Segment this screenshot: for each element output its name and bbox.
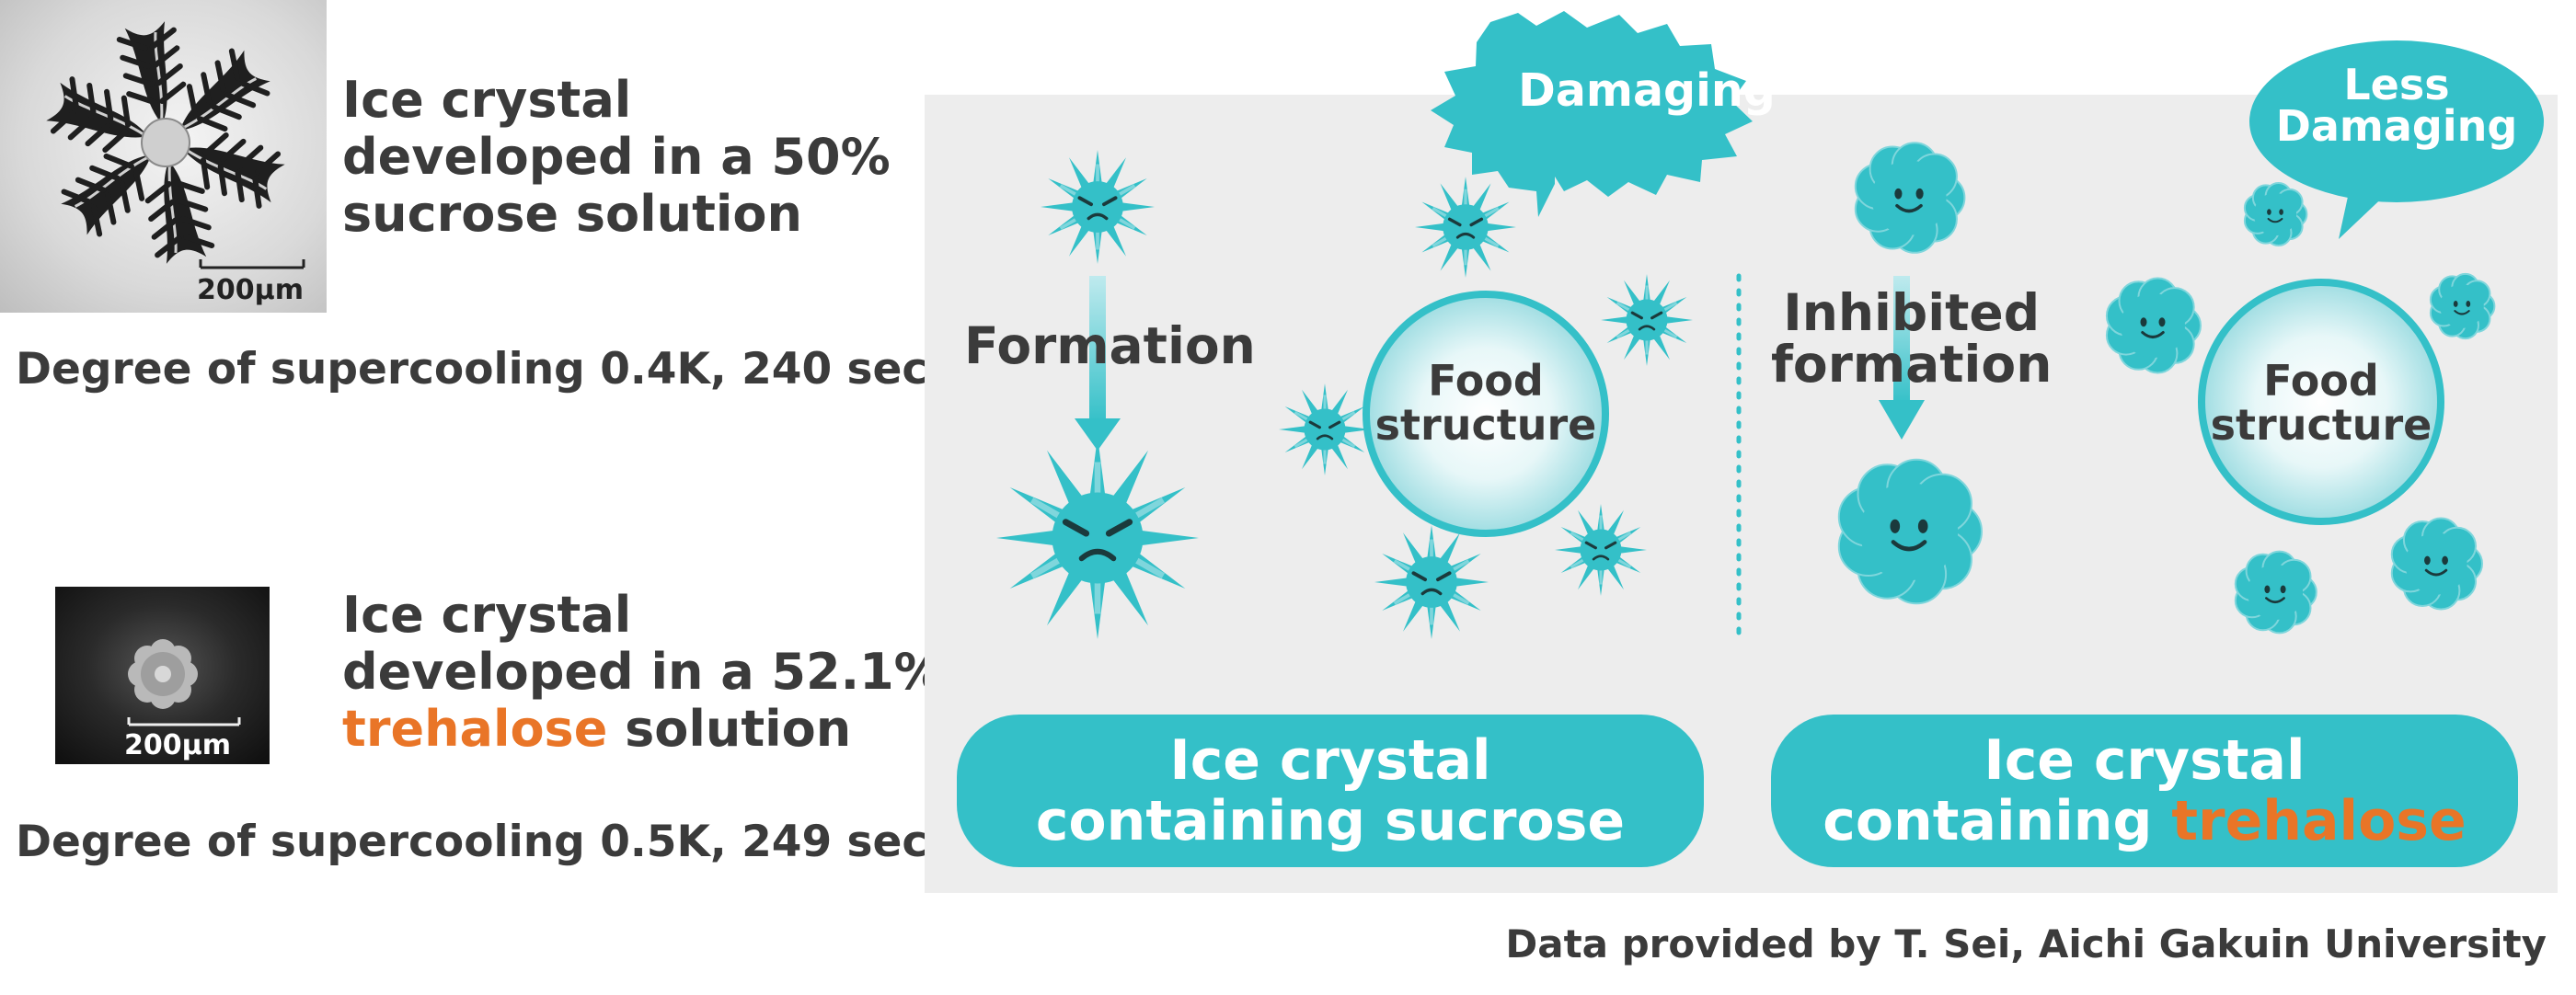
flower-crystal-left xyxy=(2105,277,2202,374)
inhibited-line1: Inhibited xyxy=(1783,283,2041,342)
flower-crystal-bottom xyxy=(2234,550,2317,635)
formation-label: Formation xyxy=(964,316,1256,375)
banner-trehalose-line1: Ice crystal xyxy=(1984,728,2306,793)
food-left-line1: Food xyxy=(1428,356,1544,406)
food-structure-label-left: Food structure xyxy=(1366,359,1605,447)
banner-trehalose-prefix: containing xyxy=(1823,789,2172,853)
trehalose-highlight: trehalose xyxy=(342,700,608,758)
inhibited-arrow xyxy=(1879,276,1925,440)
ice-crystal-right xyxy=(1601,274,1693,366)
small-smiling-ice-crystal xyxy=(1854,142,1966,254)
less-damaging-label: Less Damaging xyxy=(2249,60,2544,151)
trehalose-scale-label: 200μm xyxy=(124,729,231,761)
sucrose-scale-label: 200μm xyxy=(197,274,304,306)
trehalose-caption-rest: solution xyxy=(607,700,852,758)
food-structure-circle-right xyxy=(2198,279,2444,525)
flower-crystal-right xyxy=(2429,272,2496,340)
ice-crystal-left xyxy=(1279,383,1371,475)
less-damaging-line1: Less xyxy=(2343,60,2450,109)
inhibited-line2: formation xyxy=(1771,335,2053,394)
trehalose-caption: Ice crystal developed in a 52.1% trehalo… xyxy=(342,587,944,758)
sucrose-caption-line1: Ice crystal xyxy=(342,71,632,129)
banner-sucrose: Ice crystal containing sucrose xyxy=(957,715,1704,867)
flower-crystal-lower-right xyxy=(2390,517,2483,611)
sucrose-ice-crystal-photo xyxy=(0,0,327,313)
food-left-line2: structure xyxy=(1374,400,1597,450)
food-structure-circle-left xyxy=(1363,291,1609,537)
food-right-line2: structure xyxy=(2210,400,2432,450)
ice-crystal-lower-right xyxy=(1555,504,1647,596)
trehalose-caption-line3: trehalose solution xyxy=(342,701,944,758)
flower-crystal-top xyxy=(2243,182,2308,246)
less-damaging-line2: Damaging xyxy=(2275,101,2518,151)
less-damaging-bubble xyxy=(2249,40,2544,202)
ice-crystal-bottom xyxy=(1374,525,1489,639)
banner-trehalose-highlight: trehalose xyxy=(2171,789,2467,853)
trehalose-caption-line2: developed in a 52.1% xyxy=(342,643,944,701)
sucrose-caption-line3: sucrose solution xyxy=(342,185,802,243)
damaging-burst xyxy=(1431,11,1753,217)
formation-arrow xyxy=(1075,276,1121,451)
trehalose-caption-line1: Ice crystal xyxy=(342,586,632,644)
inhibited-formation-label: Inhibited formation xyxy=(1771,287,2052,390)
large-smiling-ice-crystal xyxy=(1837,458,1983,605)
sucrose-caption: Ice crystal developed in a 50% sucrose s… xyxy=(342,72,891,243)
small-angry-ice-crystal xyxy=(1041,150,1155,264)
food-structure-label-right: Food structure xyxy=(2202,359,2441,447)
sucrose-degree-text: Degree of supercooling 0.4K, 240 sec xyxy=(16,344,928,395)
banner-trehalose-line2: containing trehalose xyxy=(1771,791,2518,852)
trehalose-degree-text: Degree of supercooling 0.5K, 249 sec xyxy=(16,817,928,867)
sucrose-caption-line2: developed in a 50% xyxy=(342,128,891,186)
damaging-label: Damaging xyxy=(1518,64,1776,117)
banner-sucrose-line2: containing sucrose xyxy=(1035,789,1626,853)
ice-crystal-top xyxy=(1415,177,1516,278)
food-right-line1: Food xyxy=(2263,356,2379,406)
banner-sucrose-line1: Ice crystal xyxy=(1169,728,1491,793)
banner-trehalose: Ice crystal containing trehalose xyxy=(1771,715,2518,867)
data-credit: Data provided by T. Sei, Aichi Gakuin Un… xyxy=(1505,921,2547,966)
large-angry-ice-crystal xyxy=(996,437,1199,639)
trehalose-ice-crystal-photo xyxy=(55,587,270,764)
